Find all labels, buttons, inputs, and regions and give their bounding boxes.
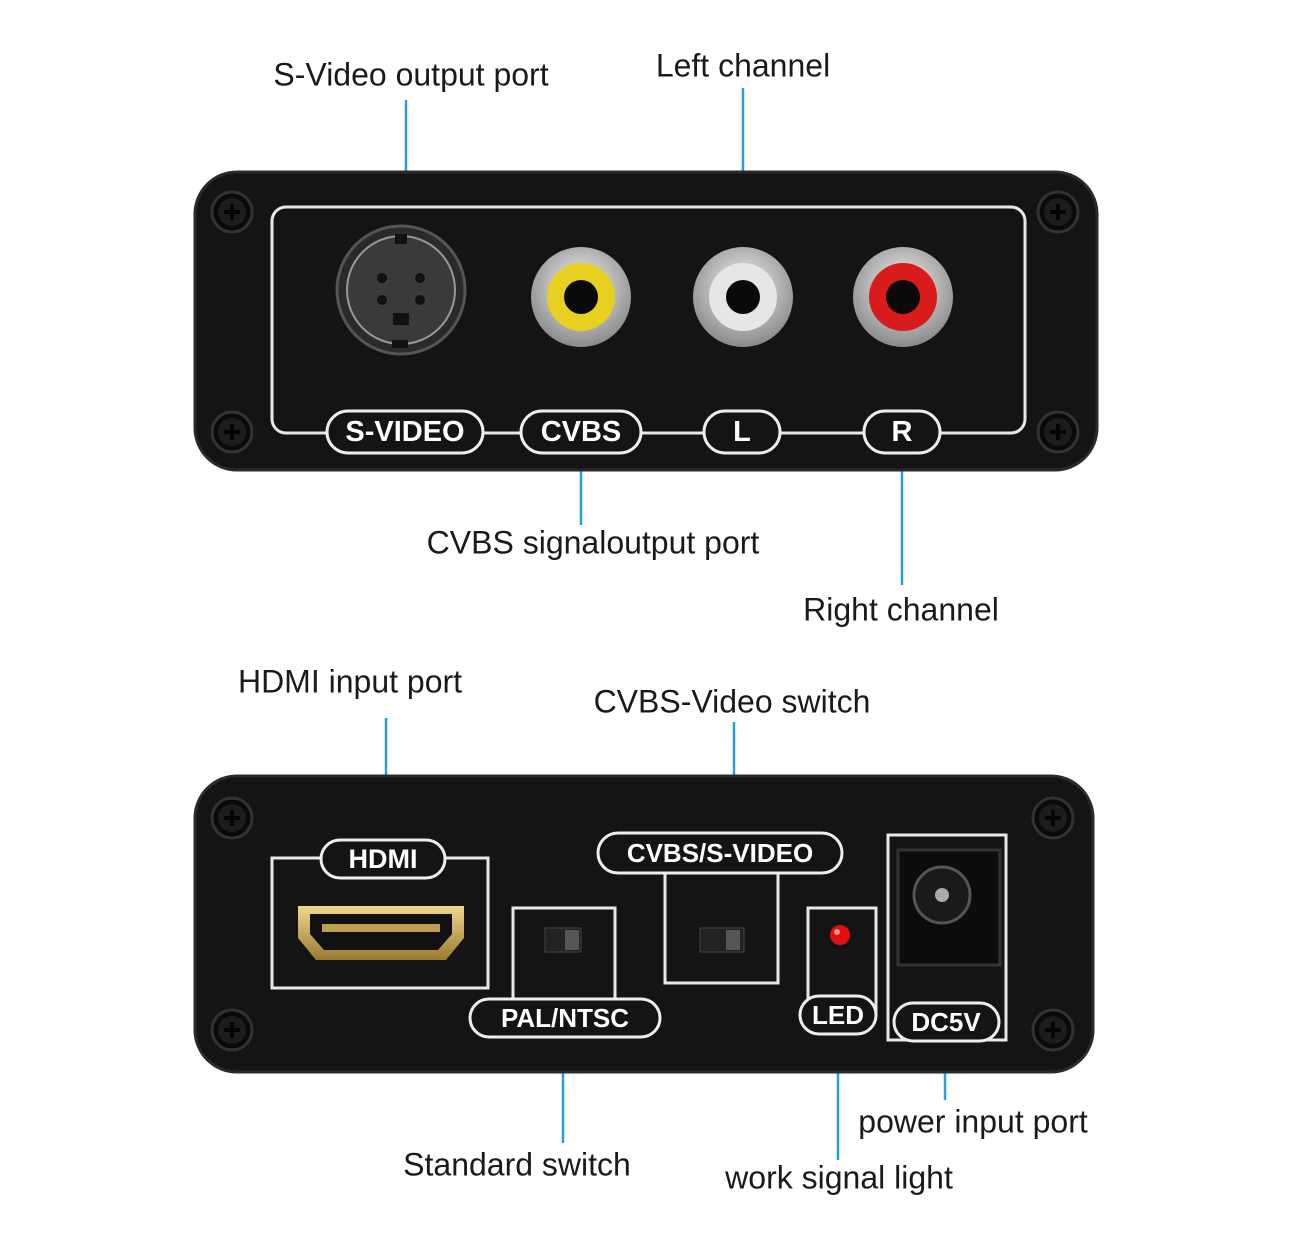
led-callout: work signal light — [725, 1159, 953, 1196]
svideo-label: S-VIDEO — [325, 409, 485, 455]
cvbs-rca-port — [531, 247, 631, 347]
left-rca-port — [693, 247, 793, 347]
standard-switch-callout: Standard switch — [403, 1146, 631, 1183]
svg-text:LED: LED — [812, 1000, 864, 1030]
hdmi-callout: HDMI input port — [237, 663, 463, 700]
screw-icon — [210, 1008, 254, 1052]
cvbs-svideo-switch: CVBS/S-VIDEO — [596, 831, 844, 985]
screw-icon — [210, 190, 254, 234]
right-label: R — [862, 409, 942, 455]
screw-icon — [1031, 1008, 1075, 1052]
hdmi-port: HDMI — [270, 838, 490, 990]
svideo-callout: S-Video output port — [273, 56, 549, 93]
svg-text:PAL/NTSC: PAL/NTSC — [501, 1003, 629, 1033]
pal-ntsc-switch: PAL/NTSC — [468, 906, 662, 1039]
left-label: L — [702, 409, 782, 455]
left-channel-callout: Left channel — [655, 47, 831, 84]
led-indicator: LED — [798, 906, 878, 1036]
dc-power-jack: DC5V — [886, 833, 1008, 1043]
svg-text:DC5V: DC5V — [911, 1007, 981, 1037]
svg-text:CVBS: CVBS — [541, 416, 622, 448]
screw-icon — [210, 410, 254, 454]
cvbs-label: CVBS — [519, 409, 643, 455]
power-callout: power input port — [858, 1103, 1088, 1140]
cvbs-callout: CVBS signaloutput port — [426, 524, 760, 561]
screw-icon — [1031, 796, 1075, 840]
screw-icon — [1036, 190, 1080, 234]
svg-text:L: L — [733, 416, 751, 448]
right-channel-callout: Right channel — [803, 591, 999, 628]
screw-icon — [1036, 410, 1080, 454]
svg-text:HDMI: HDMI — [349, 844, 418, 874]
top-panel: S-VIDEO CVBS L R — [193, 170, 1099, 472]
bottom-panel: HDMI PAL/NTSC CVBS/S-VIDEO LED — [193, 774, 1095, 1074]
svideo-port — [335, 224, 467, 356]
svg-text:CVBS/S-VIDEO: CVBS/S-VIDEO — [627, 838, 813, 868]
svg-text:R: R — [892, 416, 913, 448]
svg-text:S-VIDEO: S-VIDEO — [345, 416, 464, 448]
switch-callout: CVBS-Video switch — [593, 683, 871, 720]
right-rca-port — [853, 247, 953, 347]
screw-icon — [210, 796, 254, 840]
